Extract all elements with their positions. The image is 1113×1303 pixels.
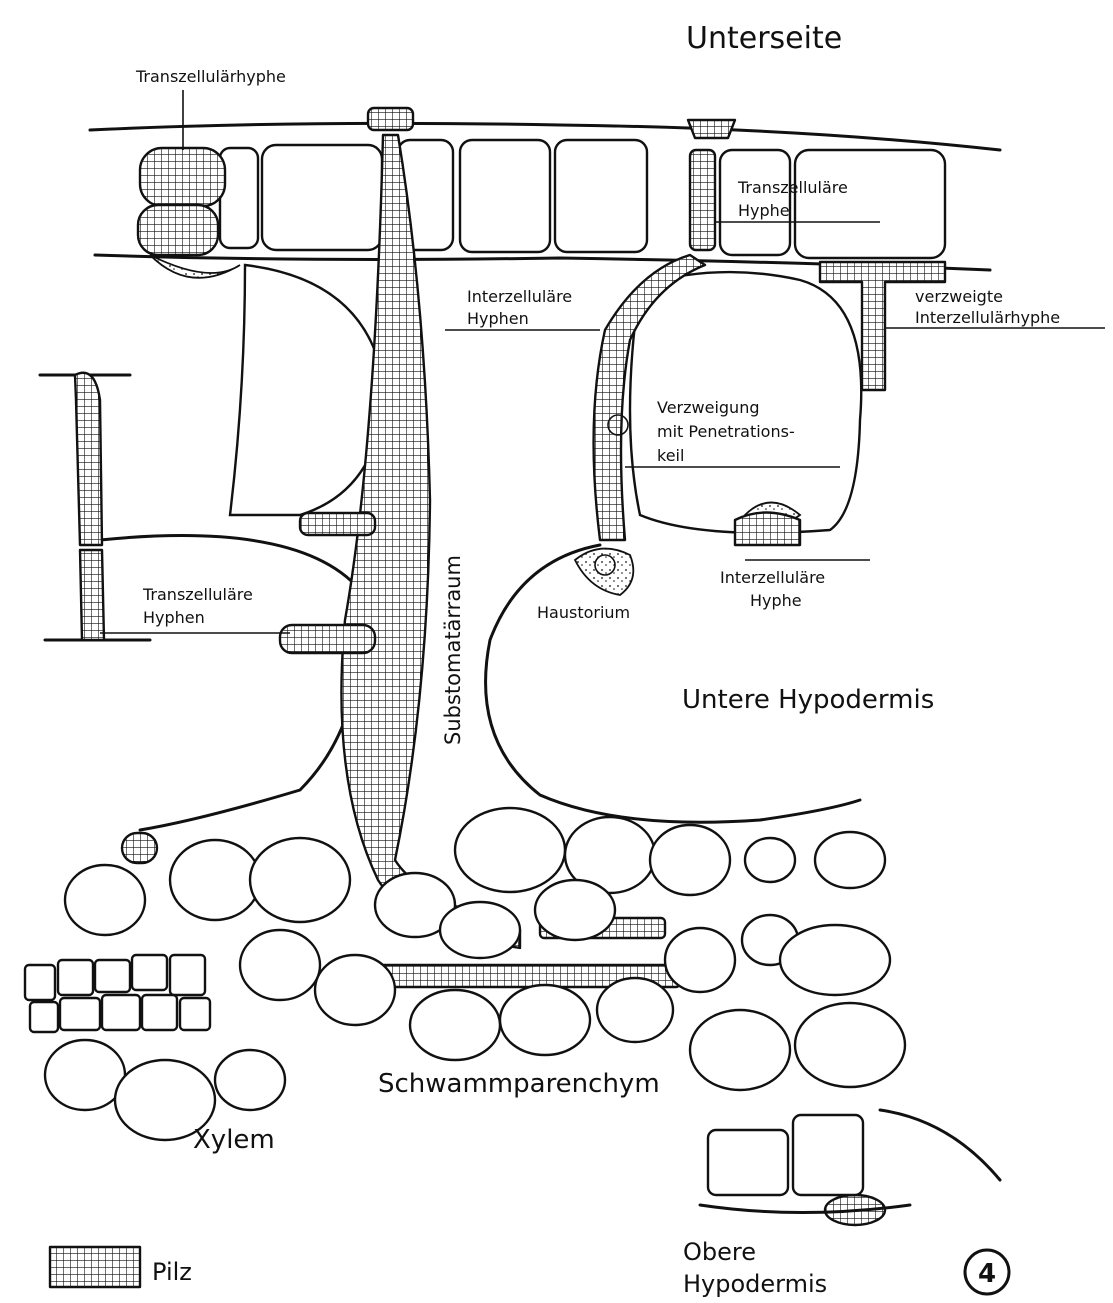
label-interzellulare-hyphen-line1: Interzelluläre (467, 287, 572, 306)
small-hypha-blob (122, 833, 157, 863)
label-haustorium: Haustorium (537, 603, 630, 622)
label-verzweigte-line1: verzweigte (915, 287, 1003, 306)
epidermis-cell (460, 140, 550, 252)
transcellular-hypha-cell (140, 148, 225, 206)
label-interzellulare-hyphen-line2: Hyphen (467, 309, 529, 328)
label-verzweigung-line3: keil (657, 446, 684, 465)
figure-number-text: 4 (978, 1259, 996, 1289)
label-transzellulare-hyphen-line1: Transzelluläre (142, 585, 253, 604)
epidermis-cell (220, 148, 258, 248)
stomatal-hypha-cap (368, 108, 413, 130)
left-vertical-hypha (80, 550, 104, 640)
transcellular-hypha-cell (138, 205, 218, 255)
label-interzellulare-hyphe-line1: Interzelluläre (720, 568, 825, 587)
left-vertical-hypha (75, 373, 102, 545)
label-transzellularhyphe: Transzellulärhyphe (135, 67, 286, 86)
label-obere-hypodermis-line1: Obere (683, 1238, 756, 1266)
lower-epidermis (90, 123, 1000, 270)
label-interzellulare-hyphe-line2: Hyphe (750, 591, 802, 610)
label-verzweigte-line2: Interzellulärhyphe (915, 308, 1060, 327)
legend: Pilz (50, 1247, 192, 1287)
legend-swatch (50, 1247, 140, 1287)
label-untere-hypodermis: Untere Hypodermis (682, 685, 934, 715)
epidermis-cell (262, 145, 382, 250)
intercellular-hypha-horizontal (300, 513, 375, 535)
label-xylem: Xylem (193, 1125, 275, 1155)
spongy-parenchyma (65, 808, 905, 1090)
transcellular-hypha-horizontal (280, 625, 375, 653)
label-transzellulare-hyphen-line2: Hyphen (143, 608, 205, 627)
label-schwammparenchym: Schwammparenchym (378, 1069, 660, 1099)
figure-number: 4 (965, 1250, 1009, 1294)
epidermis-cell (795, 150, 945, 258)
label-verzweigung-line1: Verzweigung (657, 398, 760, 417)
stomatal-hypha-cap-right (688, 120, 735, 138)
epidermis-cell (555, 140, 647, 252)
label-transzellulare-hyphe-line1: Transzelluläre (737, 178, 848, 197)
transcellular-hypha-right (690, 150, 715, 250)
label-obere-hypodermis-line2: Hypodermis (683, 1270, 827, 1298)
legend-label: Pilz (152, 1258, 192, 1286)
left-hypodermis (40, 265, 385, 830)
intercellular-hypha-bottom (735, 513, 800, 546)
title: Unterseite (686, 21, 842, 56)
label-substomatarraum: Substomatärraum (441, 555, 465, 745)
label-verzweigung-line2: mit Penetrations- (657, 422, 795, 441)
label-transzellulare-hyphe-line2: Hyphe (738, 201, 790, 220)
